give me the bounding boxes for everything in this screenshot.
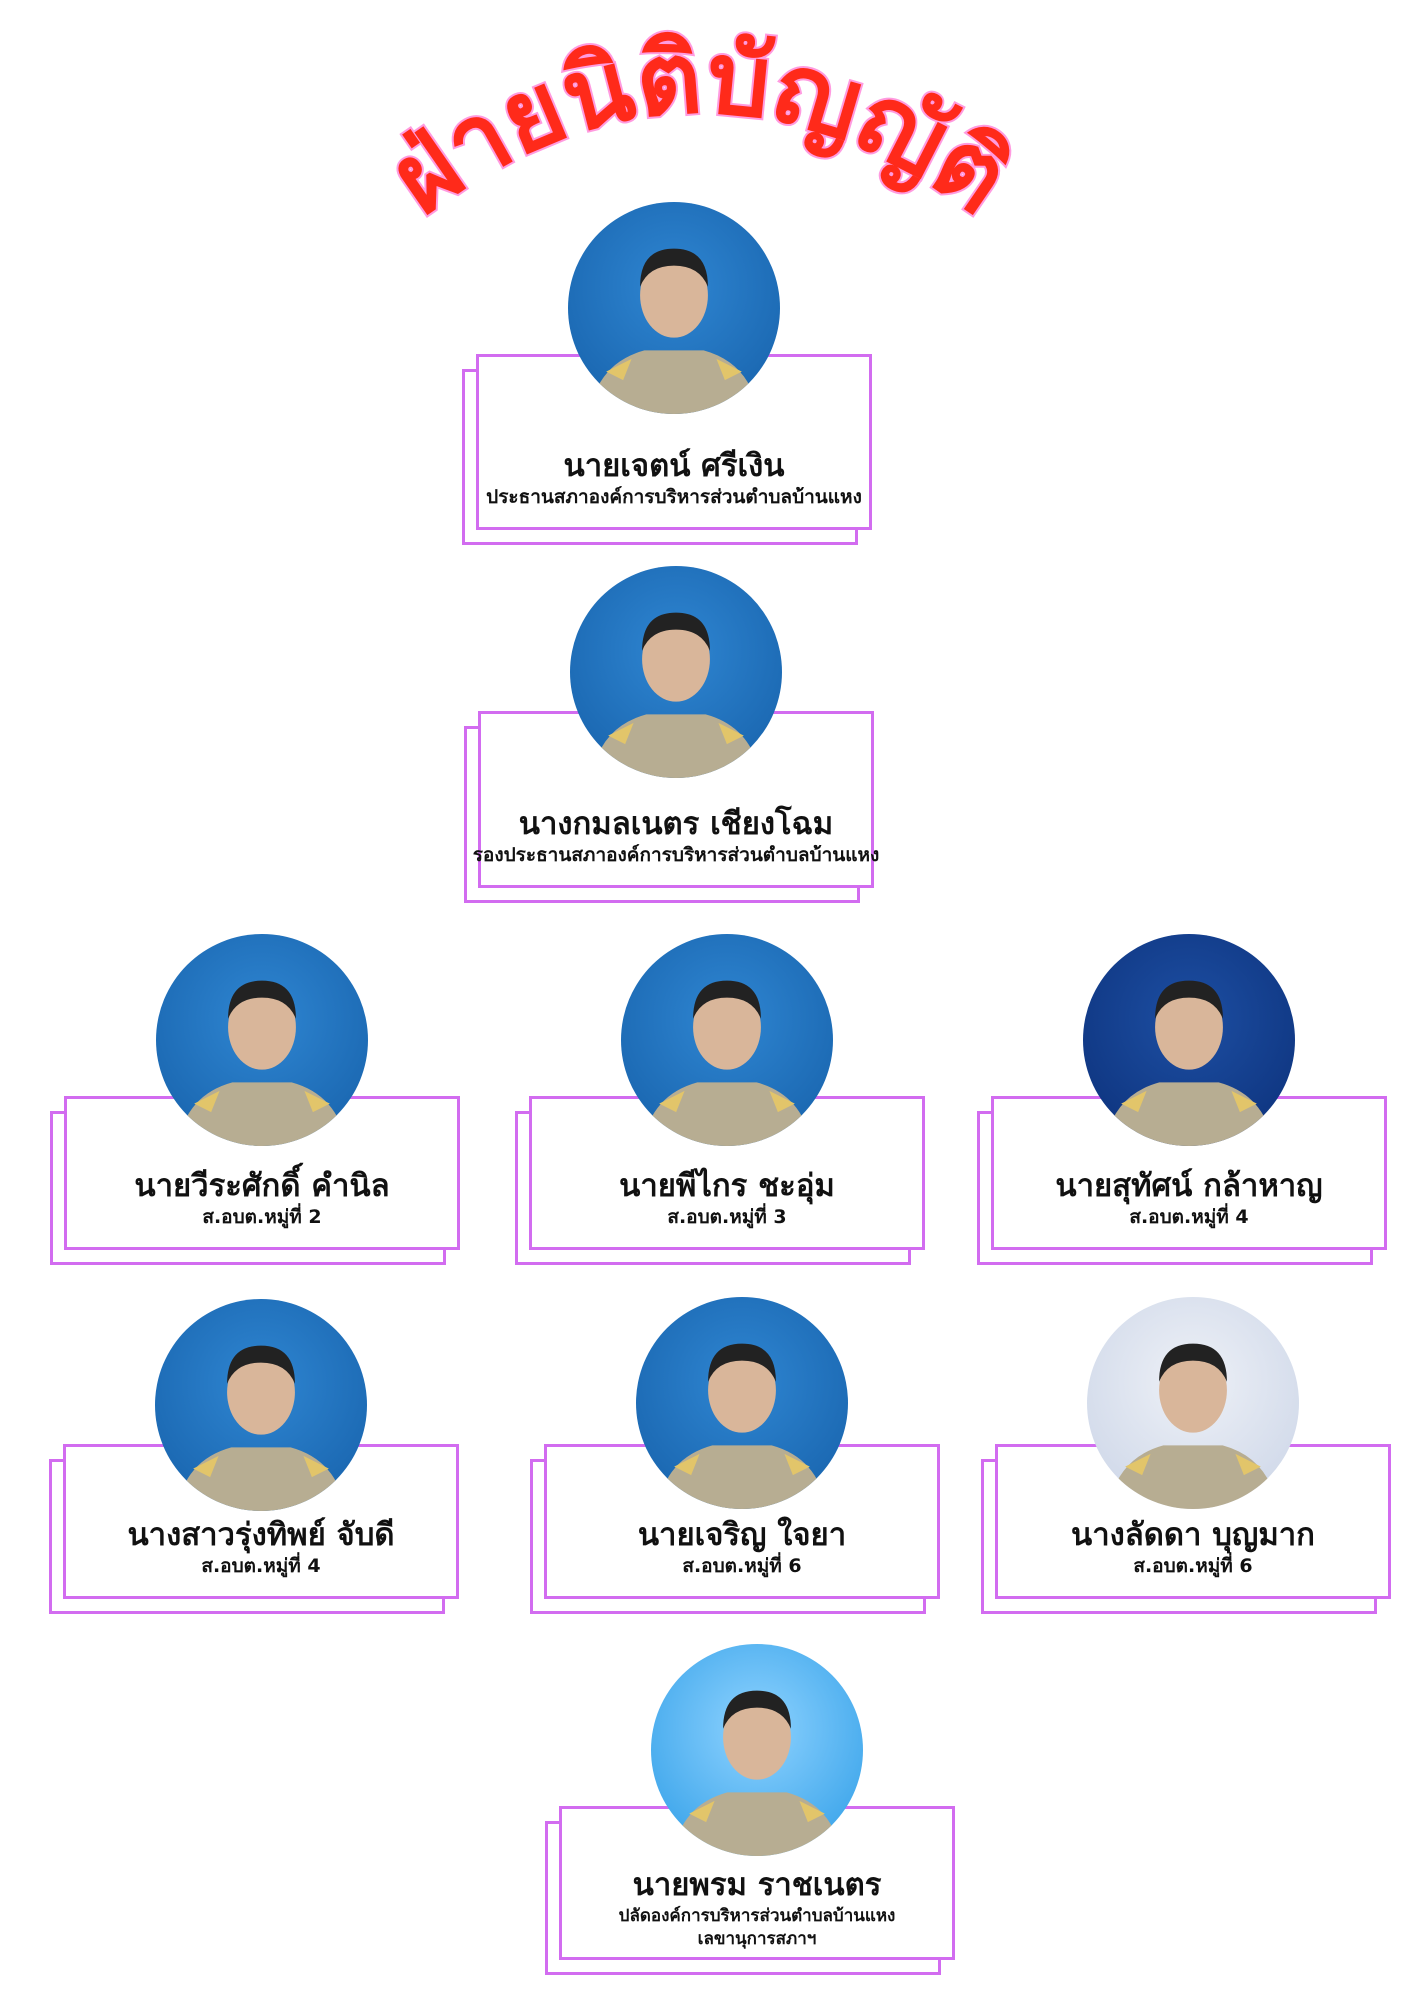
member-card: นางกมลเนตร เชียงโฉมรองประธานสภาองค์การบร… (464, 566, 879, 903)
member-photo (621, 934, 833, 1146)
member-role: ส.อบต.หมู่ที่ 4 (1129, 1206, 1249, 1229)
portrait-icon (642, 980, 812, 1146)
member-card: นายสุทัศน์ กล้าหาญส.อบต.หมู่ที่ 4 (977, 934, 1387, 1265)
member-photo (568, 202, 780, 414)
member-name: นายเจริญ ใจยา (637, 1516, 847, 1553)
member-role: ปลัดองค์การบริหารส่วนตำบลบ้านแหง (618, 1906, 896, 1927)
member-card: นายเจริญ ใจยาส.อบต.หมู่ที่ 6 (530, 1297, 940, 1614)
member-card: นายพีไกร ชะอุ่มส.อบต.หมู่ที่ 3 (515, 934, 925, 1265)
member-role: ประธานสภาองค์การบริหารส่วนตำบลบ้านแหง (486, 486, 862, 509)
member-photo (1083, 934, 1295, 1146)
member-photo (636, 1297, 848, 1509)
member-name: นางสาวรุ่งทิพย์ จับดี (127, 1516, 395, 1553)
member-card: นางลัดดา บุญมากส.อบต.หมู่ที่ 6 (981, 1297, 1391, 1614)
portrait-icon (589, 248, 759, 414)
portrait-icon (657, 1343, 827, 1509)
member-photo (570, 566, 782, 778)
member-photo (651, 1644, 863, 1856)
portrait-icon (591, 612, 761, 778)
member-name: นายพรม ราชเนตร (632, 1867, 882, 1904)
page-title: ฝ่ายนิติบัญญัติ (367, 16, 1033, 239)
member-role: ส.อบต.หมู่ที่ 4 (201, 1555, 321, 1578)
card-frame: นายวีระศักดิ์ คำนิลส.อบต.หมู่ที่ 2 (64, 1096, 460, 1250)
member-card: นายเจตน์ ศรีเงินประธานสภาองค์การบริหารส่… (462, 202, 872, 545)
member-role: ส.อบต.หมู่ที่ 6 (1133, 1555, 1253, 1578)
member-name: นางกมลเนตร เชียงโฉม (518, 805, 834, 842)
member-role: รองประธานสภาองค์การบริหารส่วนตำบลบ้านแหง (472, 844, 880, 867)
member-photo (1087, 1297, 1299, 1509)
portrait-icon (176, 1345, 346, 1511)
member-name: นางลัดดา บุญมาก (1071, 1516, 1315, 1553)
member-name: นายพีไกร ชะอุ่ม (619, 1167, 835, 1204)
member-role: เลขานุการสภาฯ (697, 1929, 817, 1950)
member-card: นายวีระศักดิ์ คำนิลส.อบต.หมู่ที่ 2 (50, 934, 460, 1265)
member-role: ส.อบต.หมู่ที่ 3 (667, 1206, 787, 1229)
member-name: นายสุทัศน์ กล้าหาญ (1055, 1167, 1323, 1204)
portrait-icon (1108, 1343, 1278, 1509)
member-role: ส.อบต.หมู่ที่ 2 (202, 1206, 322, 1229)
member-card: นายพรม ราชเนตรปลัดองค์การบริหารส่วนตำบลบ… (545, 1644, 955, 1975)
portrait-icon (672, 1690, 842, 1856)
portrait-icon (177, 980, 347, 1146)
title-text: ฝ่ายนิติบัญญัติ (367, 16, 1033, 239)
member-role: ส.อบต.หมู่ที่ 6 (682, 1555, 802, 1578)
svg-text:ฝ่ายนิติบัญญัติ: ฝ่ายนิติบัญญัติ (369, 18, 1031, 237)
member-name: นายเจตน์ ศรีเงิน (563, 447, 785, 484)
member-name: นายวีระศักดิ์ คำนิล (134, 1167, 390, 1204)
portrait-icon (1104, 980, 1274, 1146)
member-photo (156, 934, 368, 1146)
member-photo (155, 1299, 367, 1511)
member-card: นางสาวรุ่งทิพย์ จับดีส.อบต.หมู่ที่ 4 (49, 1299, 459, 1614)
card-frame: นางลัดดา บุญมากส.อบต.หมู่ที่ 6 (995, 1444, 1391, 1599)
